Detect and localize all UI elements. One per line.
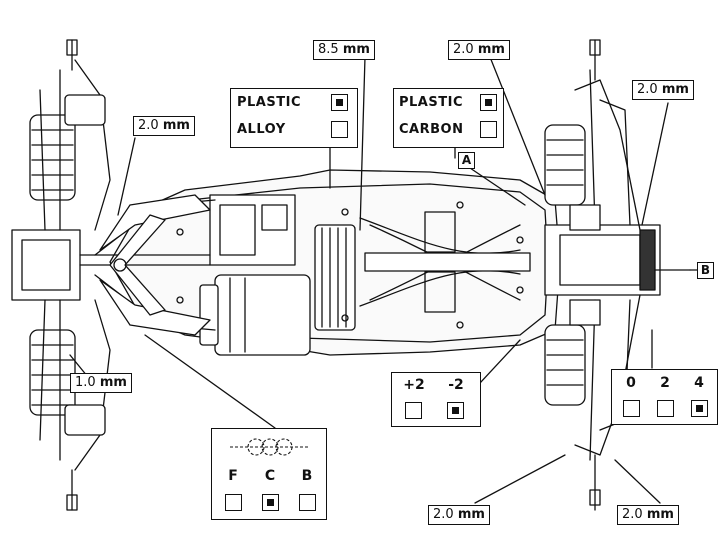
option-label-c: C [264,468,276,484]
option-checkbox-minus-2[interactable] [447,402,464,419]
option-checkbox-plastic[interactable] [480,94,497,111]
option-label-alloy: ALLOY [237,122,286,137]
shim-callout-rear-top-left: 2.0 mm [133,116,195,136]
callout-value: 8.5 [318,42,339,57]
shim-callout-front-bottom-right: 2.0 mm [617,505,679,525]
callout-unit: mm [162,118,190,133]
shim-callout-front-top-mid: 2.0 mm [448,40,510,60]
callout-value: 1.0 [75,375,96,390]
option-checkbox-f[interactable] [225,494,242,511]
option-checkbox-4[interactable] [691,400,708,417]
option-label-0: 0 [626,375,636,391]
option-checkbox-c[interactable] [262,494,279,511]
callout-unit: mm [457,507,485,522]
pivot-position-options: F C B [211,428,327,520]
option-checkbox-0[interactable] [623,400,640,417]
shim-callout-center-top: 8.5 mm [313,40,375,60]
option-checkbox-plastic[interactable] [331,94,348,111]
option-label-carbon: CARBON [399,122,464,137]
front-brace-material-options: PLASTIC CARBON [393,88,504,148]
option-label-4: 4 [694,375,704,391]
callout-unit: mm [342,42,370,57]
option-checkbox-carbon[interactable] [480,121,497,138]
option-checkbox-2[interactable] [657,400,674,417]
motor-mount-material-options: PLASTIC ALLOY [230,88,358,148]
marker-b: B [697,262,714,279]
shim-callout-rear-bottom-left: 1.0 mm [70,373,132,393]
camber-setting-options: +2 -2 [391,372,481,427]
option-label-plastic: PLASTIC [399,95,463,110]
callout-value: 2.0 [622,507,643,522]
option-label-b: B [301,468,313,484]
callout-unit: mm [99,375,127,390]
shim-callout-front-top-right: 2.0 mm [632,80,694,100]
callout-value: 2.0 [433,507,454,522]
option-checkbox-alloy[interactable] [331,121,348,138]
callout-unit: mm [661,82,689,97]
callout-unit: mm [646,507,674,522]
callout-unit: mm [477,42,505,57]
option-label-plastic: PLASTIC [237,95,301,110]
marker-a: A [458,152,475,169]
option-label-minus-2: -2 [448,377,464,393]
callout-value: 2.0 [637,82,658,97]
option-label-2: 2 [660,375,670,391]
callout-value: 2.0 [453,42,474,57]
callout-value: 2.0 [138,118,159,133]
shim-callout-front-bottom-left: 2.0 mm [428,505,490,525]
shim-setting-options: 0 2 4 [611,369,718,425]
option-label-f: F [228,468,238,484]
option-checkbox-b[interactable] [299,494,316,511]
option-checkbox-plus-2[interactable] [405,402,422,419]
option-label-plus-2: +2 [403,377,425,393]
pivot-holes-icon [230,438,310,456]
